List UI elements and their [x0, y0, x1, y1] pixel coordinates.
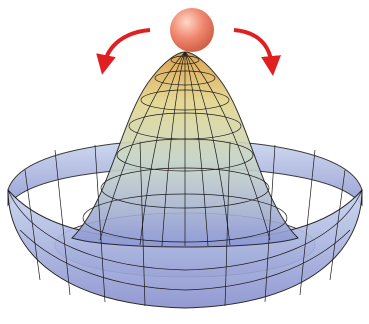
ball: [170, 8, 214, 52]
left-arrow: [104, 30, 150, 65]
right-arrow: [234, 30, 272, 66]
